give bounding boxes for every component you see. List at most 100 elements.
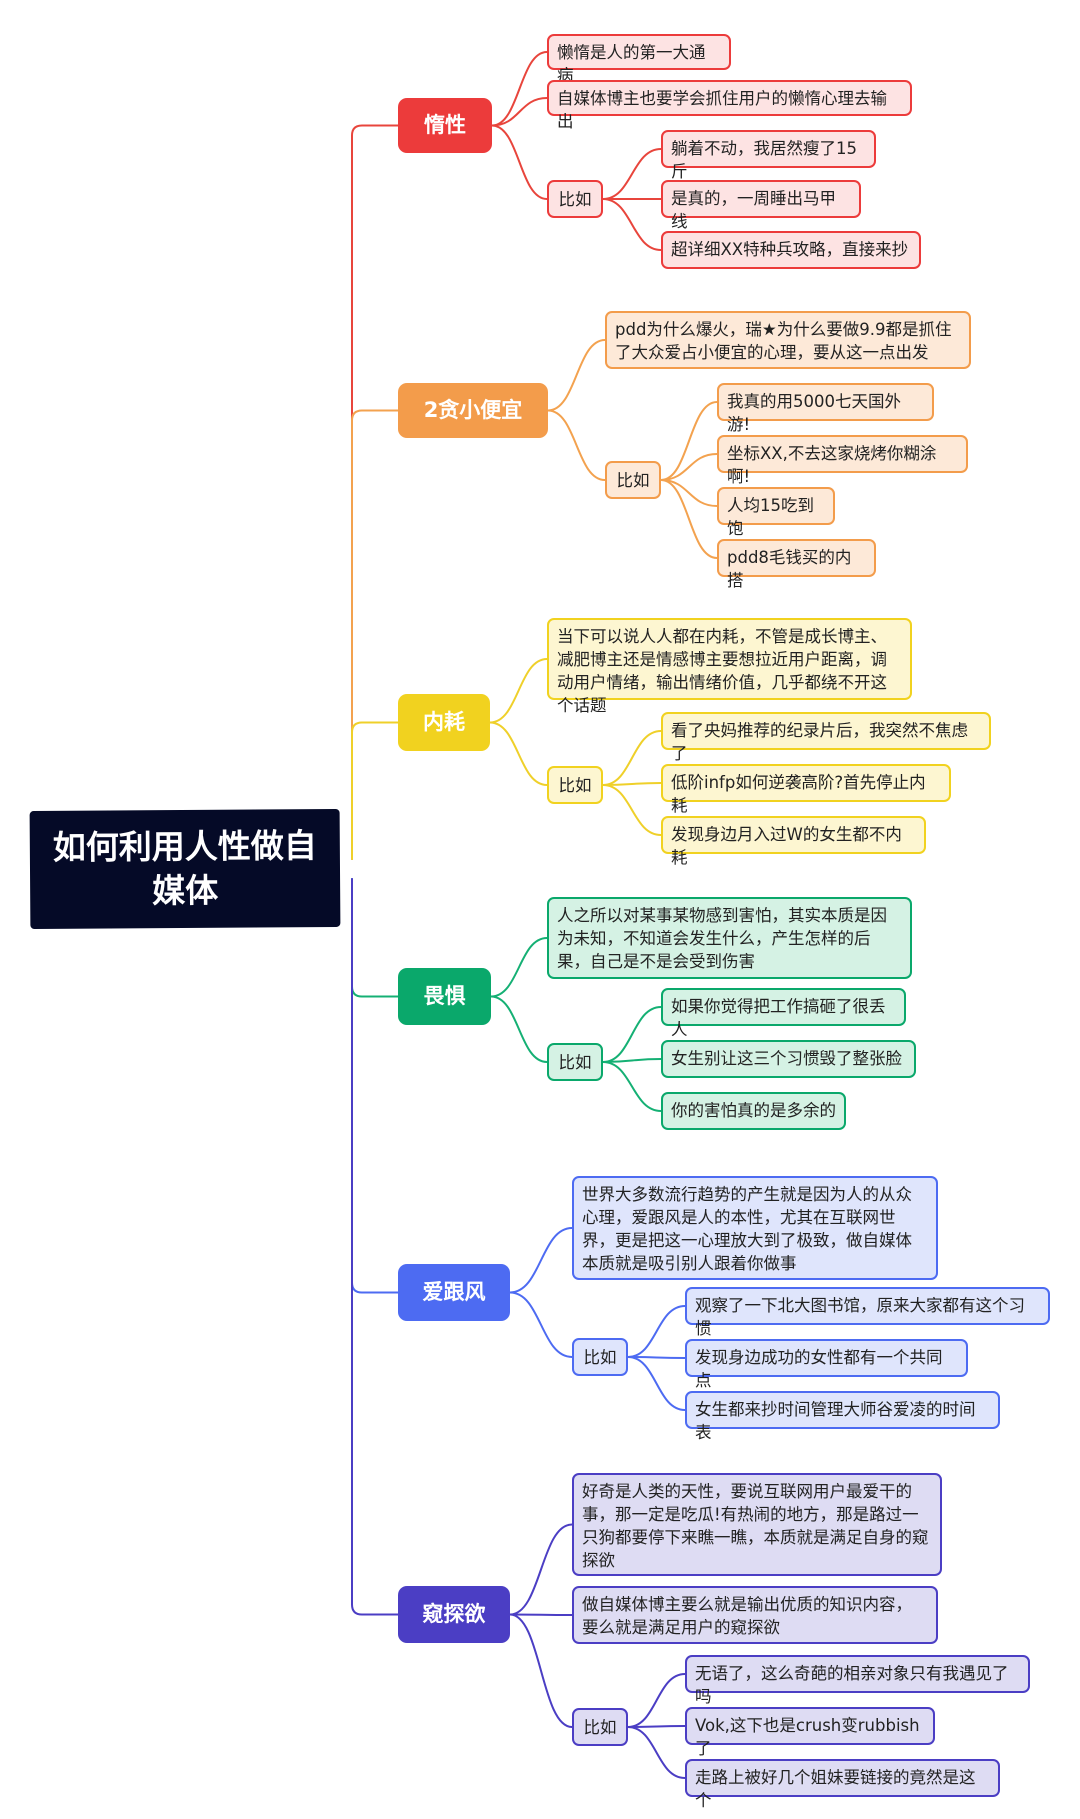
branch-0-example-group-label: 比如 [558, 189, 592, 209]
branch-1-example[interactable]: 我真的用5000七天国外游! [717, 383, 934, 434]
branch-connector [351, 1603, 399, 1616]
item-connector [489, 658, 548, 724]
branch-5-note-label: 做自媒体博主要么就是输出优质的知识内容，要么就是满足用户的窥探欲 [582, 1595, 912, 1637]
branch-connector [351, 721, 399, 734]
branch-5-example[interactable]: Vok,这下也是crush变rubbish了 [685, 1707, 935, 1758]
branch-2-note[interactable]: 当下可以说人人都在内耗，不管是成长博主、减肥博主还是情感博主要想拉近用户距离，调… [547, 618, 912, 715]
branch-connector [351, 409, 399, 422]
branch-connector [351, 985, 399, 998]
branch-0[interactable]: 惰性 [398, 98, 492, 153]
branch-5-example-label: Vok,这下也是crush变rubbish了 [695, 1716, 920, 1758]
branch-5-label: 窥探欲 [422, 1602, 486, 1626]
branch-1-example-label: 人均15吃到饱 [727, 496, 814, 538]
branch-2-example[interactable]: 看了央妈推荐的纪录片后，我突然不焦虑了 [661, 712, 991, 763]
branch-0-example[interactable]: 超详细XX特种兵攻略，直接来抄 [661, 231, 921, 269]
branch-4-example-label: 女生都来抄时间管理大师谷爱凌的时间表 [695, 1400, 976, 1442]
item-connector [509, 1227, 573, 1294]
branch-5-example[interactable]: 无语了，这么奇葩的相亲对象只有我遇见了吗 [685, 1655, 1030, 1706]
branch-2-example-label: 发现身边月入过W的女生都不内耗 [671, 825, 902, 867]
branch-5-note[interactable]: 好奇是人类的天性，要说互联网用户最爱干的事，那一定是吃瓜!有热闹的地方，那是路过… [572, 1473, 942, 1576]
example-item-connector [602, 730, 662, 786]
branch-connector [351, 1281, 399, 1294]
branch-connector [351, 124, 399, 137]
branch-2-note-label: 当下可以说人人都在内耗，不管是成长博主、减肥博主还是情感博主要想拉近用户距离，调… [557, 627, 887, 715]
branch-3-example-group[interactable]: 比如 [547, 1043, 603, 1081]
example-item-connector [627, 1305, 686, 1358]
branch-4-note[interactable]: 世界大多数流行趋势的产生就是因为人的从众心理，爱跟风是人的本性，尤其在互联网世界… [572, 1176, 938, 1280]
example-connector [491, 124, 548, 200]
branch-1-note-label: pdd为什么爆火，瑞★为什么要做9.9都是抓住了大众爱占小便宜的心理，要从这一点… [615, 320, 952, 362]
branch-2-example-group-label: 比如 [558, 775, 592, 795]
branch-4-example[interactable]: 女生都来抄时间管理大师谷爱凌的时间表 [685, 1391, 1000, 1442]
root-node[interactable]: 如何利用人性做自媒体 [29, 808, 341, 930]
branch-0-example-label: 超详细XX特种兵攻略，直接来抄 [671, 240, 909, 259]
branch-3-example[interactable]: 如果你觉得把工作搞砸了很丢人 [661, 988, 906, 1039]
example-item-connector [627, 1356, 686, 1411]
branch-4-example-group[interactable]: 比如 [572, 1338, 628, 1376]
branch-5-note-label: 好奇是人类的天性，要说互联网用户最爱干的事，那一定是吃瓜!有热闹的地方，那是路过… [582, 1482, 929, 1570]
branch-0-note[interactable]: 懒惰是人的第一大通病 [547, 34, 731, 85]
branch-5-example-group-label: 比如 [583, 1717, 617, 1737]
branch-2-example-group[interactable]: 比如 [547, 766, 603, 804]
item-connector [509, 1613, 573, 1616]
branch-0-note[interactable]: 自媒体博主也要学会抓住用户的懒惰心理去输出 [547, 80, 912, 131]
branch-5-note[interactable]: 做自媒体博主要么就是输出优质的知识内容，要么就是满足用户的窥探欲 [572, 1586, 938, 1644]
example-item-connector [627, 1673, 686, 1728]
example-item-connector [660, 479, 718, 507]
branch-4-label: 爱跟风 [422, 1280, 486, 1304]
branch-3-example-label: 你的害怕真的是多余的 [671, 1101, 836, 1120]
branch-3-example[interactable]: 女生别让这三个习惯毁了整张脸 [661, 1040, 916, 1078]
branch-1-note[interactable]: pdd为什么爆火，瑞★为什么要做9.9都是抓住了大众爱占小便宜的心理，要从这一点… [605, 311, 971, 369]
branch-1-example-label: 我真的用5000七天国外游! [727, 392, 901, 434]
branch-3-label: 畏惧 [423, 984, 466, 1008]
root-title: 如何利用人性做自媒体 [52, 826, 317, 911]
branch-1-example-group[interactable]: 比如 [605, 461, 661, 499]
branch-4-example[interactable]: 发现身边成功的女性都有一个共同点 [685, 1339, 968, 1390]
branch-5-example[interactable]: 走路上被好几个姐妹要链接的竟然是这个 [685, 1759, 1000, 1810]
branch-3-note-label: 人之所以对某事某物感到害怕，其实本质是因为未知，不知道会发生什么，产生怎样的后果… [557, 906, 887, 971]
branch-1[interactable]: 2贪小便宜 [398, 383, 548, 438]
branch-5[interactable]: 窥探欲 [398, 1586, 510, 1643]
branch-1-label: 2贪小便宜 [423, 398, 523, 422]
branch-0-example-label: 躺着不动，我居然瘦了15斤 [671, 139, 857, 181]
branch-0-note-label: 自媒体博主也要学会抓住用户的懒惰心理去输出 [557, 89, 887, 131]
branch-5-example-group[interactable]: 比如 [572, 1708, 628, 1746]
example-item-connector [602, 784, 662, 836]
branch-3-example-group-label: 比如 [558, 1052, 592, 1072]
item-connector [547, 339, 606, 412]
branch-3-note[interactable]: 人之所以对某事某物感到害怕，其实本质是因为未知，不知道会发生什么，产生怎样的后果… [547, 897, 912, 979]
branch-0-example[interactable]: 是真的，一周睡出马甲线 [661, 180, 861, 231]
example-item-connector [627, 1725, 686, 1728]
item-connector [509, 1523, 573, 1616]
branch-1-example[interactable]: 坐标XX,不去这家烧烤你糊涂啊! [717, 435, 968, 486]
branch-3[interactable]: 畏惧 [398, 968, 491, 1025]
branch-2-label: 内耗 [423, 710, 465, 734]
branch-1-example-label: pdd8毛钱买的内搭 [727, 548, 852, 590]
branch-4-example[interactable]: 观察了一下北大图书馆，原来大家都有这个习惯 [685, 1287, 1050, 1338]
branch-4-example-group-label: 比如 [583, 1347, 617, 1367]
example-connector [490, 995, 548, 1063]
branch-2-example[interactable]: 发现身边月入过W的女生都不内耗 [661, 816, 926, 867]
branch-4-example-label: 发现身边成功的女性都有一个共同点 [695, 1348, 943, 1390]
example-item-connector [660, 453, 718, 481]
branch-0-example[interactable]: 躺着不动，我居然瘦了15斤 [661, 130, 876, 181]
item-connector [491, 97, 548, 127]
branch-0-example-label: 是真的，一周睡出马甲线 [671, 189, 836, 231]
branch-4[interactable]: 爱跟风 [398, 1264, 510, 1321]
example-connector [489, 721, 548, 786]
branch-0-label: 惰性 [424, 113, 466, 137]
branch-0-example-group[interactable]: 比如 [547, 180, 603, 218]
example-item-connector [660, 401, 718, 481]
example-item-connector [602, 1006, 662, 1063]
branch-1-example-group-label: 比如 [616, 470, 650, 490]
branch-3-example[interactable]: 你的害怕真的是多余的 [661, 1092, 846, 1130]
branch-5-example-label: 走路上被好几个姐妹要链接的竟然是这个 [695, 1768, 976, 1810]
branch-2[interactable]: 内耗 [398, 694, 490, 751]
branch-1-example[interactable]: pdd8毛钱买的内搭 [717, 539, 876, 590]
branch-2-example[interactable]: 低阶infp如何逆袭高阶?首先停止内耗 [661, 764, 951, 815]
example-connector [509, 1291, 573, 1358]
branch-4-example-label: 观察了一下北大图书馆，原来大家都有这个习惯 [695, 1296, 1025, 1338]
branch-1-example[interactable]: 人均15吃到饱 [717, 487, 835, 538]
